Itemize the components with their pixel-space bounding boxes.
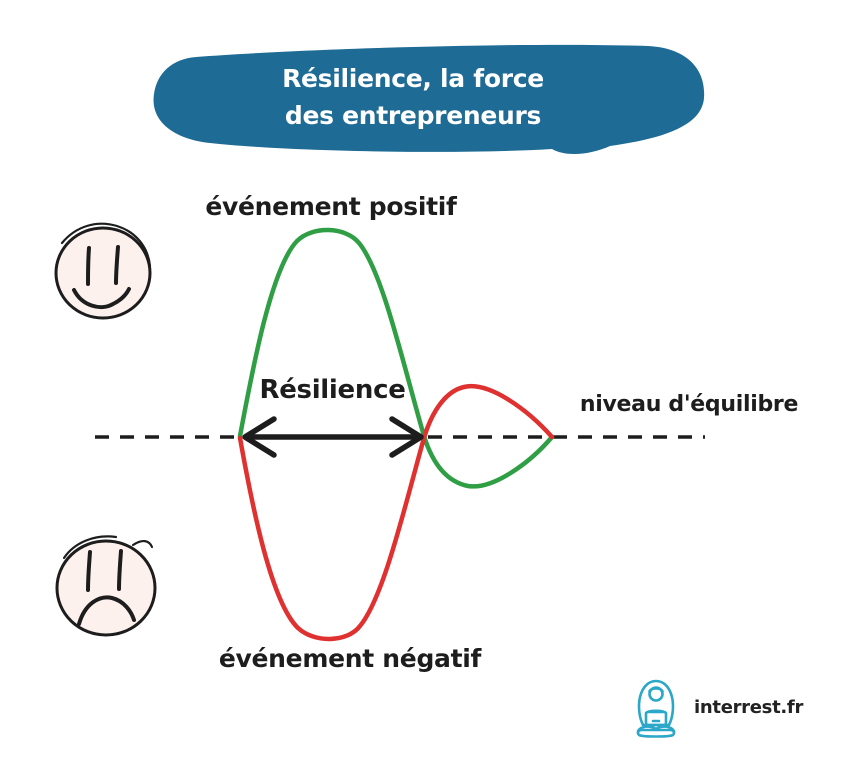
- page-title: Résilience, la force des entrepreneurs: [213, 60, 613, 134]
- sad-face-icon: [55, 535, 157, 637]
- person-laptop-icon: [636, 679, 676, 738]
- happy-face-icon: [54, 222, 152, 320]
- positive-event-label: événement positif: [205, 192, 457, 221]
- negative-event-label: événement négatif: [218, 644, 482, 673]
- negative-curve: [237, 383, 555, 642]
- title-line-2: des entrepreneurs: [284, 101, 542, 130]
- title-line-1: Résilience, la force: [282, 64, 544, 93]
- positive-curve: [237, 227, 555, 489]
- equilibrium-label: niveau d'équilibre: [579, 392, 799, 417]
- site-branding: interrest.fr: [694, 697, 804, 718]
- resilience-arrow: [242, 416, 424, 458]
- title-banner-blob: [153, 44, 705, 155]
- resilience-label: Résilience: [259, 375, 406, 405]
